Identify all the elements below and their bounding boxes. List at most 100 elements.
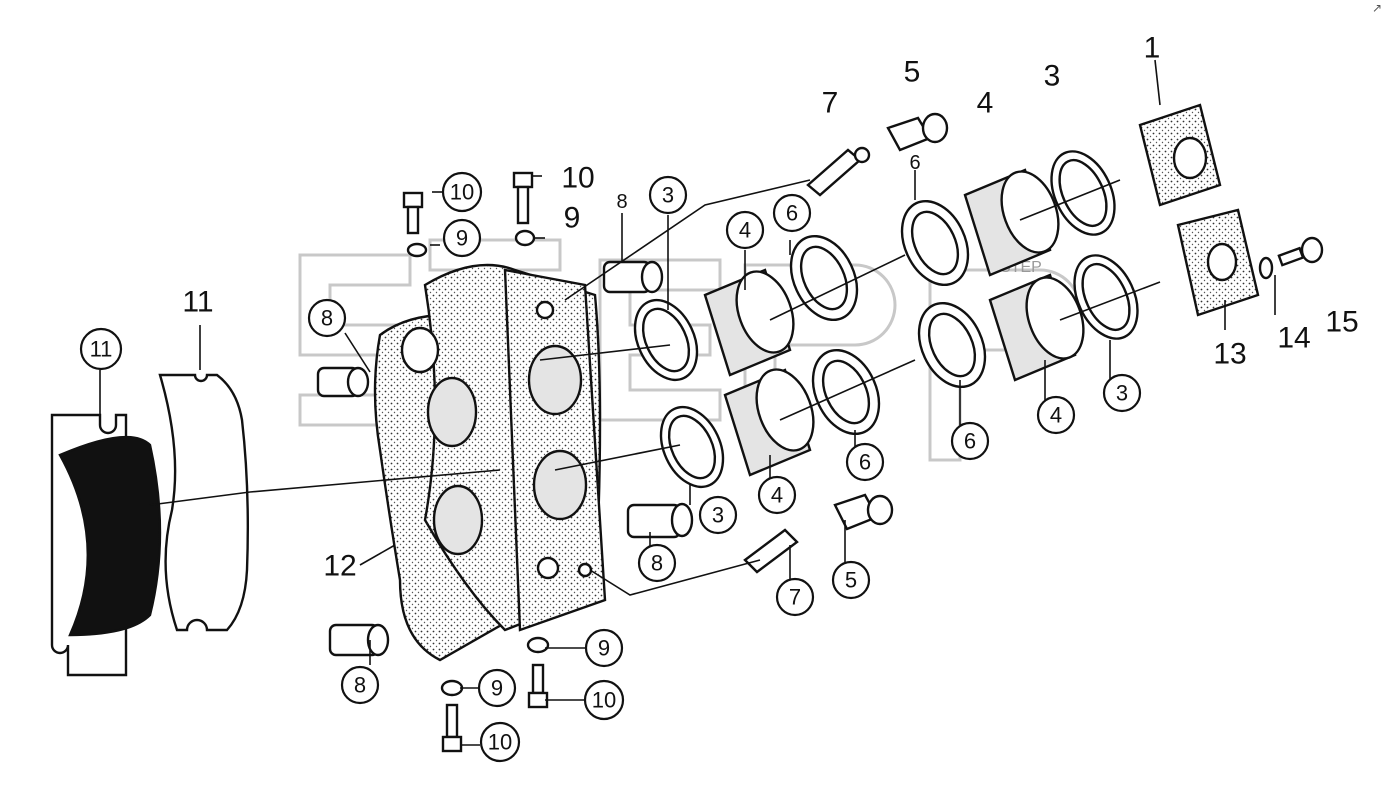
plug-8-left — [316, 366, 370, 398]
svg-text:10: 10 — [561, 162, 594, 195]
callout-9-a: 9 — [442, 218, 482, 258]
svg-text:9: 9 — [491, 676, 503, 701]
svg-text:8: 8 — [321, 306, 333, 331]
callout-7-bottom: 7 — [775, 577, 815, 617]
callout-4-d: 4 — [1036, 395, 1076, 435]
bolt-15 — [1277, 236, 1324, 267]
piston-4-b — [723, 368, 815, 477]
piston-4-a — [703, 268, 795, 377]
svg-text:9: 9 — [598, 636, 610, 661]
seal-3-right — [1073, 254, 1139, 340]
caliper-housing — [373, 263, 607, 662]
svg-text:8: 8 — [354, 673, 366, 698]
callout-4-b: 4 — [757, 475, 797, 515]
callout-11-plain: 11 — [182, 286, 213, 319]
svg-text:1: 1 — [1144, 32, 1161, 65]
callout-5-bottom: 5 — [831, 560, 871, 600]
callout-3-right: 3 — [1102, 373, 1142, 413]
callout-9-d: 9 — [477, 668, 517, 708]
callout-3-mid: 3 — [698, 495, 738, 535]
corner-mark: ↗ — [1372, 1, 1382, 15]
svg-text:9: 9 — [564, 202, 581, 235]
plug-8-low — [626, 502, 694, 539]
bolt-10-b — [512, 171, 536, 247]
svg-text:3: 3 — [712, 503, 724, 528]
callout-4-a: 4 — [725, 210, 765, 250]
seal-3-upper-right — [1050, 150, 1116, 236]
callout-6-d: 6 — [950, 421, 990, 461]
brake-pad-with-lining — [50, 413, 162, 677]
svg-text:7: 7 — [822, 87, 839, 120]
svg-text:5: 5 — [845, 568, 857, 593]
callout-4-c: 4 — [977, 87, 994, 120]
svg-text:6: 6 — [786, 201, 798, 226]
plug-8-bottom — [328, 623, 390, 657]
svg-text:15: 15 — [1325, 306, 1358, 339]
svg-text:4: 4 — [771, 483, 783, 508]
svg-text:7: 7 — [789, 585, 801, 610]
callout-10-d: 10 — [479, 721, 521, 763]
bleed-nipple-7-top — [806, 146, 871, 197]
callout-11-circle: 11 — [79, 327, 123, 371]
ring-6-a — [789, 234, 859, 322]
callout-8-bottom: 8 — [340, 665, 380, 705]
callout-6-b: 6 — [909, 152, 920, 174]
piston-4-d — [988, 273, 1085, 382]
svg-text:14: 14 — [1277, 322, 1310, 355]
bleed-nipple-7-bottom — [743, 528, 799, 574]
cap-5-bottom — [833, 493, 894, 531]
svg-text:3: 3 — [1044, 60, 1061, 93]
callout-9-c: 9 — [584, 628, 624, 668]
callout-8-top: 8 — [307, 298, 347, 338]
svg-text:10: 10 — [592, 688, 616, 713]
callout-15: 15 — [1325, 306, 1358, 339]
ring-6-c — [900, 199, 970, 287]
callout-9-b: 9 — [564, 202, 581, 235]
callout-10-b: 10 — [561, 162, 594, 195]
plug-8-top — [602, 260, 664, 294]
washer-14 — [1258, 256, 1274, 280]
cap-5-top — [886, 112, 949, 152]
callout-3-upper-right: 3 — [1044, 60, 1061, 93]
svg-text:10: 10 — [488, 730, 512, 755]
seal-3-mid — [659, 405, 725, 489]
end-cover-1 — [1138, 103, 1222, 207]
callout-14: 14 — [1277, 322, 1310, 355]
svg-text:4: 4 — [739, 218, 751, 243]
svg-text:4: 4 — [977, 87, 994, 120]
bolt-10-d — [440, 679, 464, 753]
ring-6-d — [917, 301, 987, 389]
svg-text:12: 12 — [323, 550, 356, 583]
svg-text:11: 11 — [90, 337, 113, 362]
callout-1: 1 — [1144, 32, 1161, 65]
svg-text:13: 13 — [1213, 338, 1246, 371]
svg-text:4: 4 — [1050, 403, 1062, 428]
svg-text:6: 6 — [859, 450, 871, 475]
svg-text:3: 3 — [1116, 381, 1128, 406]
svg-text:8: 8 — [616, 191, 627, 213]
brake-pad-backing-plate — [158, 373, 250, 632]
ring-6-b — [811, 348, 881, 436]
callout-6-a: 6 — [772, 193, 812, 233]
callout-13: 13 — [1213, 338, 1246, 371]
callout-6-c: 6 — [845, 442, 885, 482]
end-cover-13 — [1176, 208, 1260, 317]
callout-10-a: 10 — [441, 171, 483, 213]
callout-12: 12 — [323, 550, 356, 583]
svg-text:3: 3 — [662, 183, 674, 208]
callout-10-c: 10 — [583, 679, 625, 721]
callout-3-top: 3 — [648, 175, 688, 215]
svg-text:5: 5 — [904, 56, 921, 89]
svg-text:10: 10 — [450, 180, 474, 205]
piston-4-c — [963, 168, 1060, 277]
leader-lines — [99, 59, 1276, 746]
svg-text:8: 8 — [651, 551, 663, 576]
callout-8-low: 8 — [637, 543, 677, 583]
callout-8-mid: 8 — [616, 191, 627, 213]
bolt-10-c — [526, 636, 550, 709]
svg-text:11: 11 — [182, 286, 213, 319]
svg-text:6: 6 — [964, 429, 976, 454]
svg-text:9: 9 — [456, 226, 468, 251]
svg-text:6: 6 — [909, 152, 920, 174]
